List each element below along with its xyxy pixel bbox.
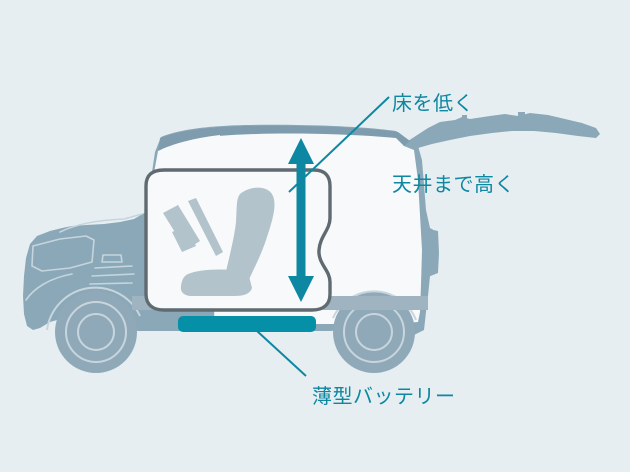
rear-quarter-panel — [424, 228, 439, 277]
steering-hub — [172, 226, 196, 252]
leader-line-battery — [256, 330, 307, 377]
seat-backrest — [224, 187, 275, 282]
front-wheel-arch — [46, 286, 141, 331]
wheels-group — [46, 286, 417, 373]
cabin-interior-outline — [144, 168, 332, 312]
rear-wheel-rim-inner — [355, 313, 393, 351]
interior-height-arrow — [288, 138, 314, 302]
hatch-nub-a — [462, 115, 467, 120]
grille-line-1 — [94, 265, 133, 269]
hood-crease — [59, 213, 143, 233]
hatch-nub-b — [518, 112, 525, 117]
driver-seat-group — [180, 187, 275, 296]
label-interior-headroom: 床を低く 天井まで高く — [392, 36, 515, 252]
front-end-details — [25, 213, 143, 301]
headlight-outline — [31, 235, 95, 272]
front-wheel-rim-inner — [77, 313, 115, 351]
height-arrow-head-down — [288, 276, 314, 302]
rear-hatch-open — [408, 113, 600, 150]
label-thin-battery: 薄型バッテリー — [312, 384, 456, 408]
seat-cushion — [180, 269, 252, 296]
steering-wheel-rim — [188, 198, 223, 256]
grille-badge — [101, 254, 123, 263]
label-headroom-line-1: 床を低く — [392, 91, 474, 115]
grille-line-2 — [91, 273, 135, 277]
steering-wheel-group — [163, 198, 223, 256]
front-bumper-arc — [25, 273, 73, 301]
grille-line-3 — [89, 282, 133, 285]
front-wheel-rim-outer — [65, 301, 127, 363]
height-arrow-head-up — [288, 138, 314, 164]
label-headroom-line-2: 天井まで高く — [392, 172, 515, 196]
rear-wheel-tire — [333, 291, 415, 373]
leader-line-headroom — [288, 96, 390, 193]
thin-battery-pack — [178, 316, 316, 332]
front-wheel-tire — [55, 291, 137, 373]
